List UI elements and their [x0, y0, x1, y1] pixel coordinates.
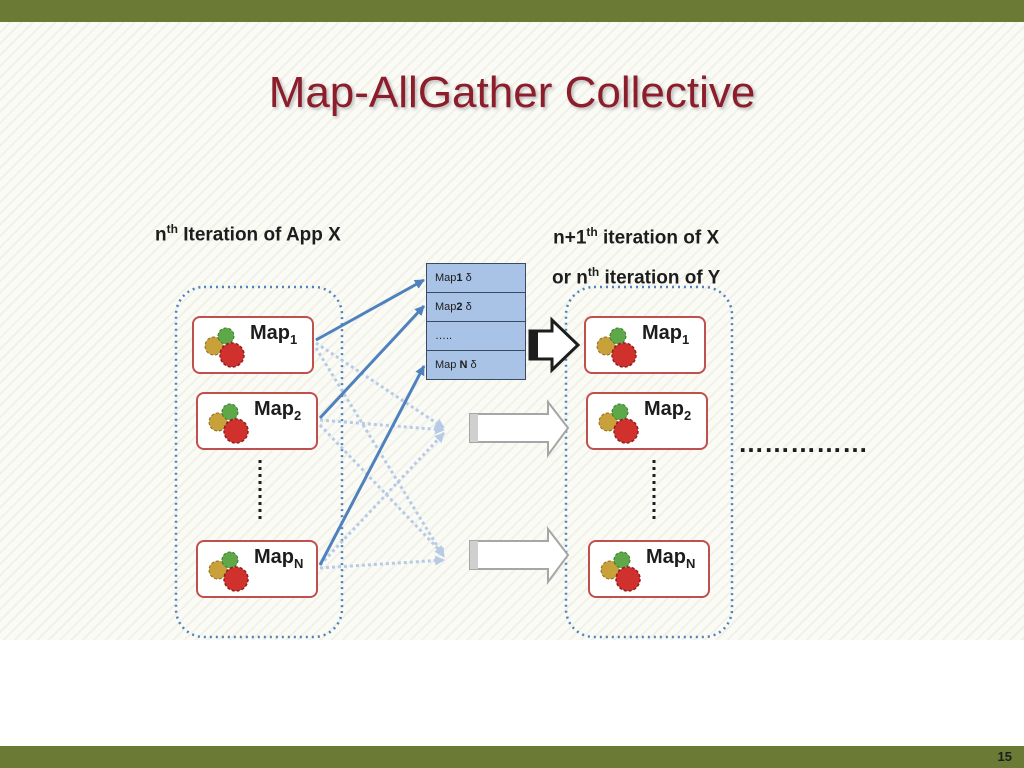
slide-title: Map-AllGather Collective	[268, 68, 756, 117]
right-map-n-box: MapN	[588, 540, 710, 598]
top-bar	[0, 0, 1024, 22]
dotted-arrow-m1-to-a2	[315, 341, 445, 430]
gears-icon	[600, 551, 641, 592]
delta-row: Map N δ	[427, 351, 525, 379]
left-group-heading: nth Iteration of App X	[155, 222, 341, 246]
dotted-arrow-mn-to-a2	[318, 431, 446, 567]
page-number: 15	[997, 749, 1012, 764]
gears-icon	[204, 327, 245, 368]
delta-row: Map1 δ	[427, 264, 525, 293]
block-arrow-main	[528, 316, 581, 374]
continuation-dots: ……………	[738, 428, 868, 458]
right-map-2-box: Map2	[586, 392, 708, 450]
right-map-1-box: Map1	[584, 316, 706, 374]
left-map-2-box: Map2	[196, 392, 318, 450]
delta-row: Map2 δ	[427, 293, 525, 322]
gears-icon	[598, 403, 639, 444]
gears-icon	[208, 551, 249, 592]
solid-arrow-m1-to-table	[315, 278, 425, 342]
dotted-arrow-mn-to-a3	[319, 555, 445, 570]
left-group-outline	[174, 285, 344, 639]
delta-row: …..	[427, 322, 525, 351]
left-map-n-box: MapN	[196, 540, 318, 598]
solid-arrow-m2-to-table	[318, 304, 426, 420]
block-arrow-3	[469, 526, 570, 586]
dotted-arrow-m2-to-a2	[319, 418, 445, 435]
solid-arrow-mn-to-table	[318, 365, 426, 566]
right-group-heading: n+1th iteration of X or nth iteration of…	[552, 225, 721, 289]
delta-table: Map1 δ Map2 δ ….. Map N δ	[426, 263, 526, 380]
bottom-bar: 15	[0, 746, 1024, 768]
gears-icon	[596, 327, 637, 368]
right-group-outline	[564, 285, 734, 639]
gears-icon	[208, 403, 249, 444]
block-arrow-2	[469, 399, 570, 459]
left-map-1-box: Map1	[192, 316, 314, 374]
